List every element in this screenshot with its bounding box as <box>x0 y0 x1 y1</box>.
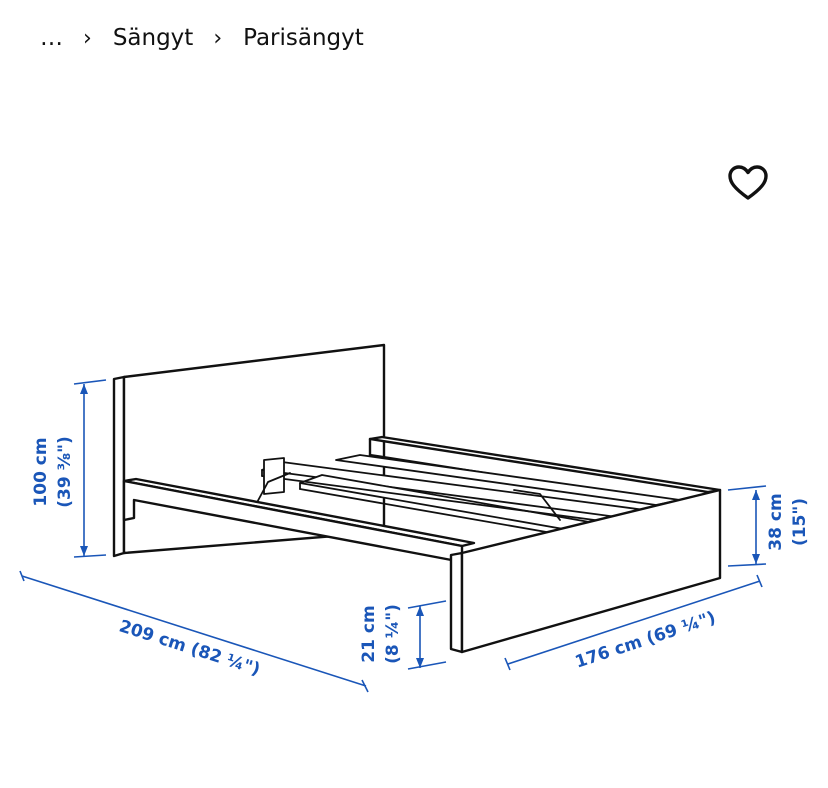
breadcrumb-link-beds[interactable]: Sängyt <box>112 25 194 51</box>
chevron-right-icon: › <box>83 25 92 51</box>
width-label: 176 cm (69 ¼") <box>573 608 719 673</box>
breadcrumb: … › Sängyt › Parisängyt <box>40 18 364 58</box>
footboard <box>449 488 722 654</box>
clearance-label: 21 cm <box>359 605 379 662</box>
breadcrumb-current-double-beds[interactable]: Parisängyt <box>243 25 364 51</box>
dim-line-width <box>507 580 761 665</box>
side-rail-near <box>122 477 476 564</box>
dim-line-length <box>21 575 367 687</box>
center-support <box>253 457 561 521</box>
headboard-height-imperial-label: (39 ⅜") <box>55 436 75 508</box>
heart-outline-icon <box>728 165 768 200</box>
slats <box>261 454 681 541</box>
frame-height-imperial-label: (15") <box>790 498 810 546</box>
add-to-favorites-button[interactable] <box>724 160 772 206</box>
frame-height-label: 38 cm <box>766 493 786 550</box>
breadcrumb-ellipsis-link[interactable]: … <box>40 25 63 51</box>
headboard-height-label: 100 cm <box>31 437 51 506</box>
clearance-imperial-label: (8 ¼") <box>383 604 403 664</box>
chevron-right-icon: › <box>213 25 223 51</box>
length-label: 209 cm (82 ¼") <box>117 616 263 680</box>
